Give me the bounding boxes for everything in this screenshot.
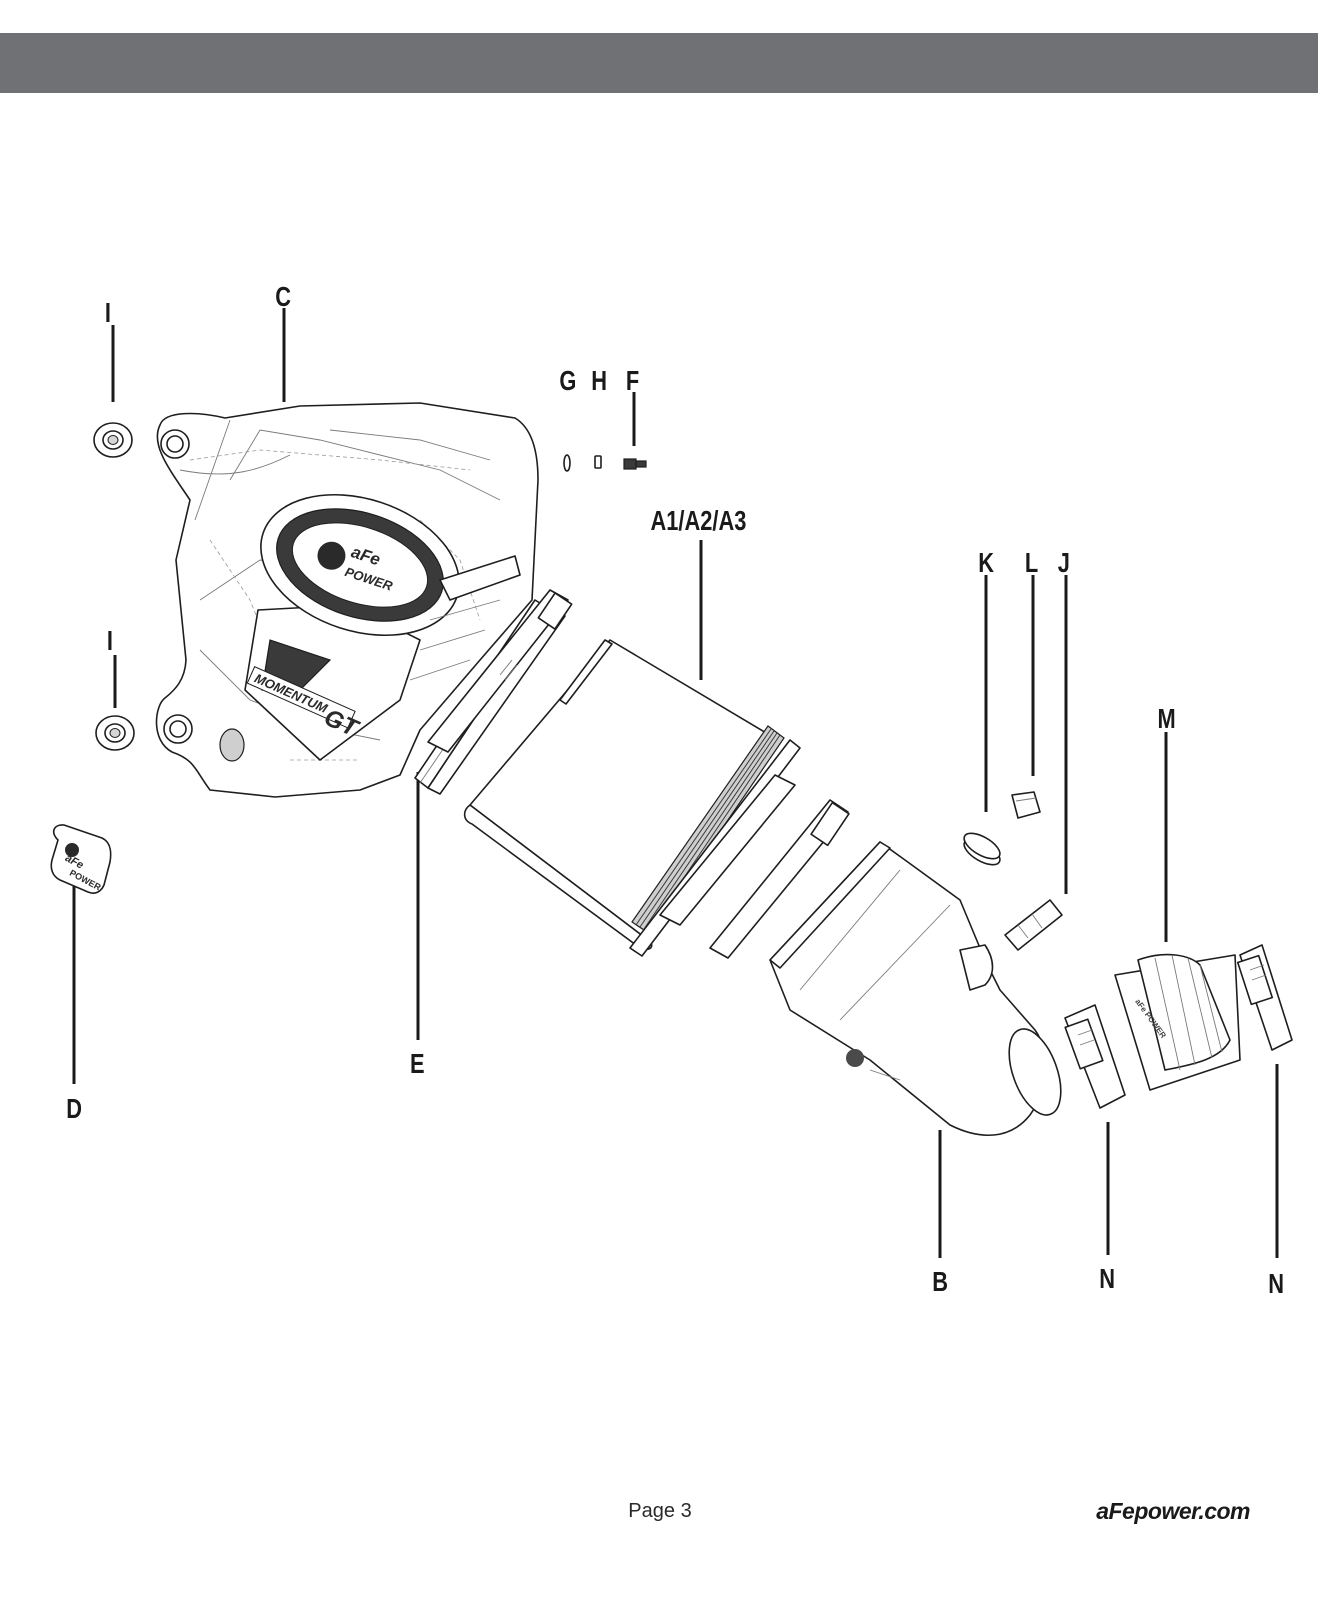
callout-i-bottom: I bbox=[107, 625, 113, 656]
bellows-m: aFe POWER bbox=[1114, 953, 1241, 1091]
callout-h: H bbox=[591, 365, 607, 396]
hose-clamp-n-right bbox=[1236, 944, 1293, 1051]
page-number: Page 3 bbox=[628, 1500, 692, 1522]
callout-d: D bbox=[66, 1093, 82, 1124]
insert-l bbox=[1011, 791, 1041, 819]
washer-g bbox=[563, 454, 571, 472]
callout-i-top: I bbox=[105, 297, 111, 328]
filter-a bbox=[463, 639, 801, 957]
fitting-j bbox=[1004, 899, 1063, 951]
intake-tube-b bbox=[769, 841, 1062, 1136]
leader-lines bbox=[72, 308, 1279, 1258]
callout-labels: I C G H F A1/A2/A3 K L J I M E D B N N bbox=[66, 281, 1284, 1299]
grommet-i-bottom bbox=[95, 715, 135, 751]
callout-l: L bbox=[1025, 547, 1038, 578]
afe-power-badge: aFe POWER bbox=[260, 493, 460, 637]
callout-k: K bbox=[978, 547, 994, 578]
grommet-i-top bbox=[93, 422, 133, 458]
airbox-c: aFe POWER MOMENTUM GT bbox=[155, 402, 539, 798]
plug-d: aFe POWER bbox=[50, 824, 112, 894]
callout-e: E bbox=[410, 1048, 425, 1079]
callout-f: F bbox=[626, 365, 639, 396]
callout-n-left: N bbox=[1099, 1263, 1115, 1294]
callout-j: J bbox=[1058, 547, 1070, 578]
website-url: aFepower.com bbox=[1096, 1498, 1250, 1524]
header-bar bbox=[0, 33, 1318, 93]
callout-a1-a2-a3: A1/A2/A3 bbox=[651, 505, 747, 536]
callout-n-right: N bbox=[1268, 1268, 1284, 1299]
coupler-middle bbox=[659, 774, 796, 926]
grommet-k bbox=[963, 832, 1001, 866]
clamp-upper bbox=[427, 589, 573, 753]
hose-clamp-n-left bbox=[1064, 1004, 1126, 1109]
bolt-f bbox=[623, 458, 647, 470]
callout-m: M bbox=[1158, 703, 1176, 734]
callout-b: B bbox=[932, 1266, 948, 1297]
callout-c: C bbox=[275, 281, 291, 312]
callout-g: G bbox=[559, 365, 576, 396]
nut-h bbox=[594, 455, 602, 469]
clamp-middle bbox=[709, 799, 850, 959]
